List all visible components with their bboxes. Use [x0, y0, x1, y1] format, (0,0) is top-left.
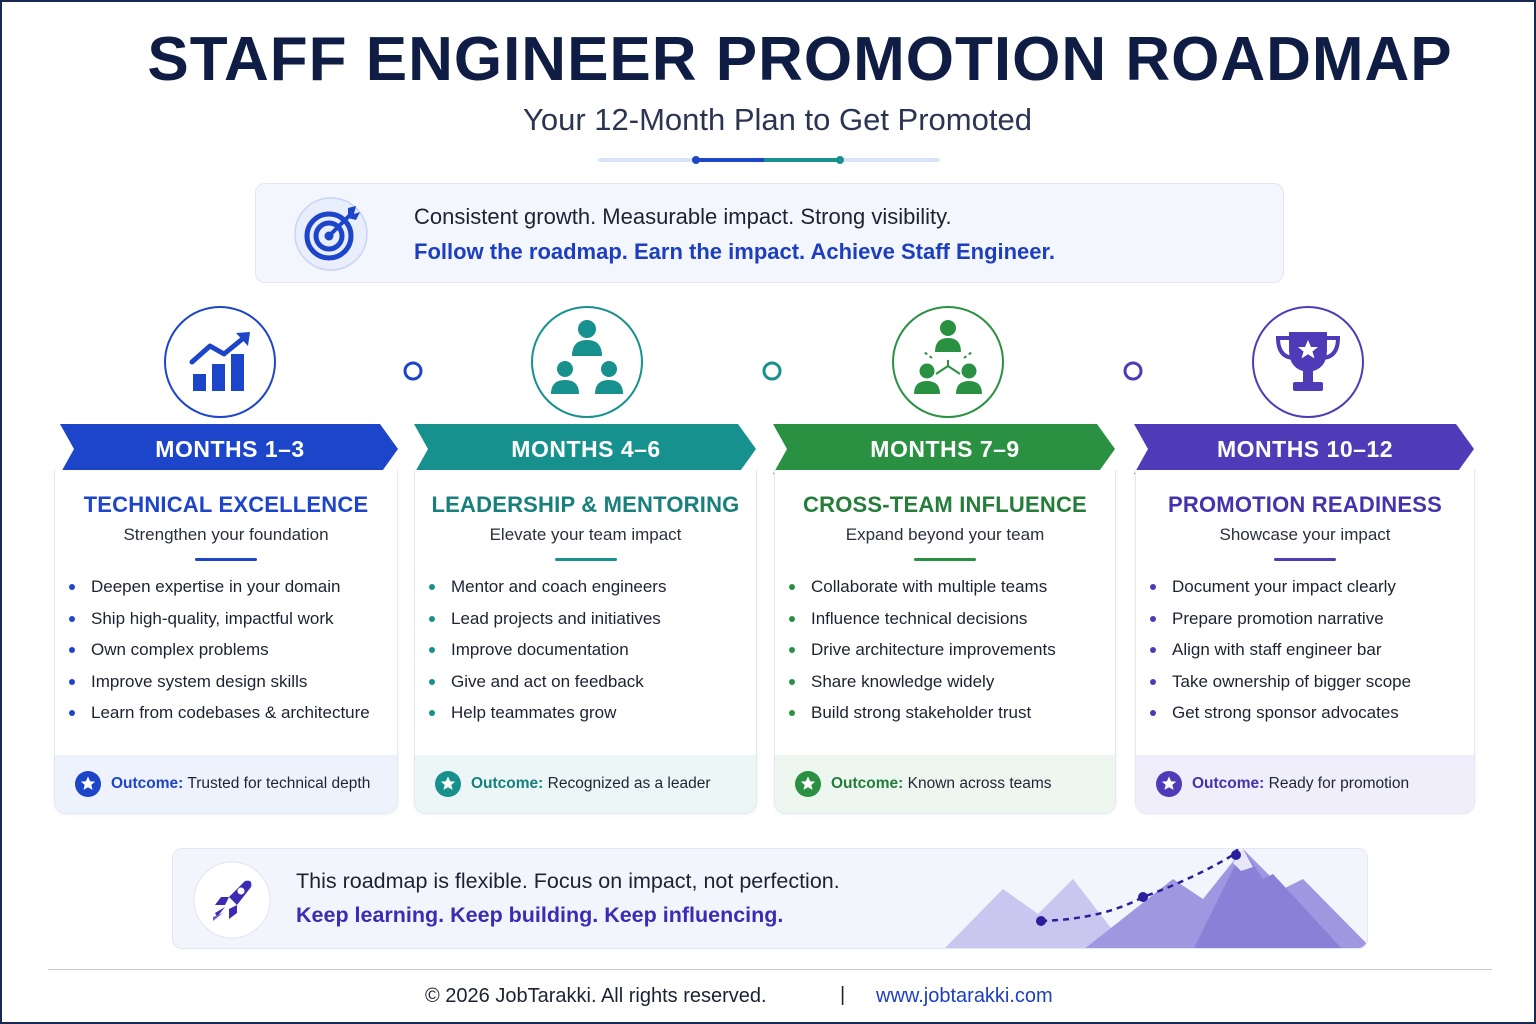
- list-item: Influence technical decisions: [789, 608, 1056, 640]
- outcome-text: Ready for promotion: [1268, 775, 1410, 792]
- list-item: Improve documentation: [429, 639, 666, 671]
- phase-outcome: Outcome: Trusted for technical depth: [55, 755, 397, 813]
- phase-divider: [1274, 558, 1336, 561]
- outcome-label: Outcome:: [1192, 775, 1265, 792]
- star-badge-icon: [435, 771, 461, 797]
- phase-outcome: Outcome: Known across teams: [775, 755, 1115, 813]
- star-badge-icon: [1156, 771, 1182, 797]
- list-item: Give and act on feedback: [429, 671, 666, 703]
- phase-item-list: Mentor and coach engineers Lead projects…: [429, 576, 666, 734]
- outcome-label: Outcome:: [831, 775, 904, 792]
- star-badge-icon: [795, 771, 821, 797]
- phase-item-list: Collaborate with multiple teams Influenc…: [789, 576, 1056, 734]
- outcome-text: Known across teams: [907, 775, 1052, 792]
- phase-divider: [914, 558, 976, 561]
- footer-divider: [48, 969, 1492, 970]
- list-item: Ship high-quality, impactful work: [69, 608, 370, 640]
- intro-line-2: Follow the roadmap. Earn the impact. Ach…: [414, 239, 1055, 264]
- outcome-label: Outcome:: [111, 775, 184, 792]
- phase-subtitle: Showcase your impact: [1219, 525, 1391, 544]
- outcome-text: Trusted for technical depth: [187, 775, 371, 792]
- list-item: Own complex problems: [69, 639, 370, 671]
- phase-title: CROSS-TEAM INFLUENCE: [803, 492, 1087, 517]
- phase-banner-2: MONTHS 4–6: [414, 424, 758, 474]
- website-link[interactable]: www.jobtarakki.com: [876, 985, 1053, 1007]
- phase-banner-label: MONTHS 10–12: [1216, 436, 1393, 462]
- timeline-node: [762, 361, 782, 381]
- phase-card-4: PROMOTION READINESS Showcase your impact…: [1135, 470, 1475, 814]
- page-title: STAFF ENGINEER PROMOTION ROADMAP: [147, 25, 1453, 94]
- list-item: Document your impact clearly: [1150, 576, 1411, 608]
- roadmap-timeline: [164, 306, 1364, 418]
- phase-divider: [195, 558, 257, 561]
- phase-banner-3: MONTHS 7–9: [773, 424, 1117, 474]
- phase-card-2: LEADERSHIP & MENTORING Elevate your team…: [414, 470, 757, 814]
- list-item: Get strong sponsor advocates: [1150, 702, 1411, 734]
- list-item: Build strong stakeholder trust: [789, 702, 1056, 734]
- title-underline-decoration: [598, 156, 940, 164]
- outcome-label: Outcome:: [471, 775, 544, 792]
- list-item: Learn from codebases & architecture: [69, 702, 370, 734]
- list-item: Take ownership of bigger scope: [1150, 671, 1411, 703]
- phase-card-3: CROSS-TEAM INFLUENCE Expand beyond your …: [774, 470, 1116, 814]
- list-item: Prepare promotion narrative: [1150, 608, 1411, 640]
- list-item: Deepen expertise in your domain: [69, 576, 370, 608]
- timeline-node: [403, 361, 423, 381]
- phase-subtitle: Strengthen your foundation: [123, 525, 329, 544]
- list-item: Lead projects and initiatives: [429, 608, 666, 640]
- phase-subtitle: Elevate your team impact: [489, 525, 682, 544]
- phase-title: LEADERSHIP & MENTORING: [431, 492, 740, 517]
- list-item: Drive architecture improvements: [789, 639, 1056, 671]
- team-mentoring-icon: [531, 306, 643, 418]
- list-item: Align with staff engineer bar: [1150, 639, 1411, 671]
- phase-item-list: Document your impact clearly Prepare pro…: [1150, 576, 1411, 734]
- target-icon: [294, 197, 368, 271]
- intro-banner: Consistent growth. Measurable impact. St…: [255, 183, 1284, 283]
- list-item: Collaborate with multiple teams: [789, 576, 1056, 608]
- phase-banner-label: MONTHS 7–9: [870, 436, 1020, 462]
- rocket-icon: [193, 861, 271, 939]
- copyright-text: © 2026 JobTarakki. All rights reserved.: [425, 985, 767, 1007]
- phase-card-1: TECHNICAL EXCELLENCE Strengthen your fou…: [54, 470, 398, 814]
- phase-item-list: Deepen expertise in your domain Ship hig…: [69, 576, 370, 734]
- chart-growth-icon: [164, 306, 276, 418]
- list-item: Share knowledge widely: [789, 671, 1056, 703]
- star-badge-icon: [75, 771, 101, 797]
- outcome-text: Recognized as a leader: [547, 775, 711, 792]
- phase-banner-4: MONTHS 10–12: [1134, 424, 1476, 474]
- phase-title: TECHNICAL EXCELLENCE: [83, 492, 369, 517]
- trophy-icon: [1252, 306, 1364, 418]
- closing-line-2: Keep learning. Keep building. Keep influ…: [296, 903, 784, 927]
- phase-banner-label: MONTHS 4–6: [511, 436, 661, 462]
- list-item: Help teammates grow: [429, 702, 666, 734]
- intro-line-1: Consistent growth. Measurable impact. St…: [414, 204, 952, 229]
- network-team-icon: [892, 306, 1004, 418]
- phase-banner-label: MONTHS 1–3: [155, 436, 305, 462]
- timeline-node: [1123, 361, 1143, 381]
- phase-outcome: Outcome: Ready for promotion: [1136, 755, 1474, 813]
- phase-banner-1: MONTHS 1–3: [60, 424, 400, 474]
- closing-banner: This roadmap is flexible. Focus on impac…: [172, 848, 1368, 949]
- mountain-flag-icon: [944, 849, 1367, 948]
- phase-outcome: Outcome: Recognized as a leader: [415, 755, 756, 813]
- phase-title: PROMOTION READINESS: [1168, 492, 1442, 517]
- footer-separator: |: [840, 984, 846, 1006]
- page-subtitle: Your 12-Month Plan to Get Promoted: [523, 102, 1032, 137]
- phase-divider: [554, 558, 617, 561]
- list-item: Mentor and coach engineers: [429, 576, 666, 608]
- closing-line-1: This roadmap is flexible. Focus on impac…: [296, 869, 840, 893]
- list-item: Improve system design skills: [69, 671, 370, 703]
- phase-subtitle: Expand beyond your team: [845, 525, 1045, 544]
